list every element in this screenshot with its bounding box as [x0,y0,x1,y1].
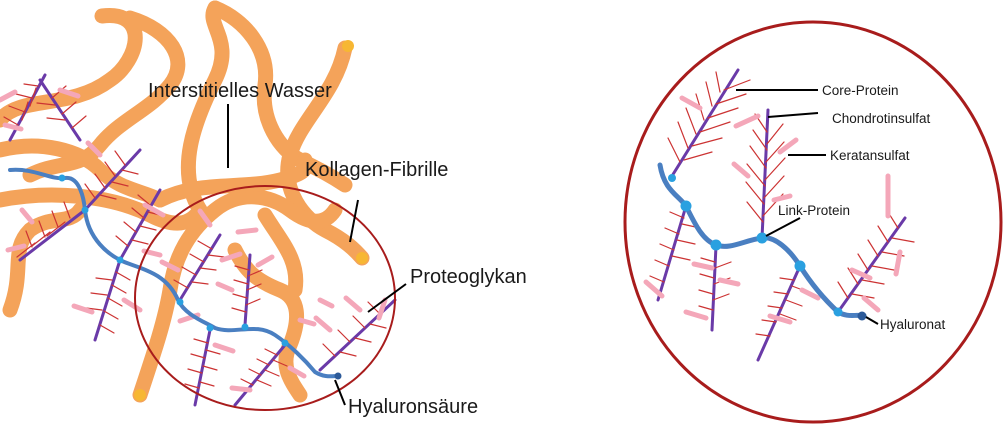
left-panel: Interstitielles Wasser Kollagen-Fibrille… [0,8,527,418]
collagen-fibril-1 [0,16,135,120]
leader-link-protein [766,218,800,236]
link-node [282,340,289,347]
collagen-end-3 [134,389,146,401]
leader-collagen-fibril [350,200,358,242]
hyaluronic-acid-end [335,373,342,380]
leader-chondroitin-sulfate [768,113,818,117]
label-hyaluronan: Hyaluronat [880,317,946,332]
collagen-end-1 [342,40,354,52]
link-node [795,261,806,272]
label-keratan-sulfate: Keratansulfat [830,148,910,163]
leader-hyaluronan [866,317,878,324]
link-node [207,325,214,332]
link-node [757,233,768,244]
label-collagen-fibril: Kollagen-Fibrille [305,159,448,181]
collagen-fibrils [0,8,362,395]
link-node [681,201,692,212]
label-link-protein: Link-Protein [778,203,850,218]
label-core-protein: Core-Protein [822,83,899,98]
link-node [668,174,676,182]
link-node [177,299,184,306]
label-hyaluronic-acid: Hyaluronsäure [348,396,478,418]
core-protein [658,206,686,300]
link-node [82,207,89,214]
link-node [834,308,843,317]
link-node [59,175,66,182]
hyaluronan-end [858,312,867,321]
label-interstitial-water: Interstitielles Wasser [148,80,332,102]
link-node [711,240,722,251]
right-panel: Core-Protein Chondrotinsulfat Keratansul… [625,22,1001,422]
link-node [242,324,249,331]
label-proteoglycan: Proteoglykan [410,266,527,288]
core-protein [712,246,716,330]
link-node [117,257,124,264]
collagen-end-2 [356,252,368,264]
label-chondroitin-sulfate: Chondrotinsulfat [832,111,931,126]
